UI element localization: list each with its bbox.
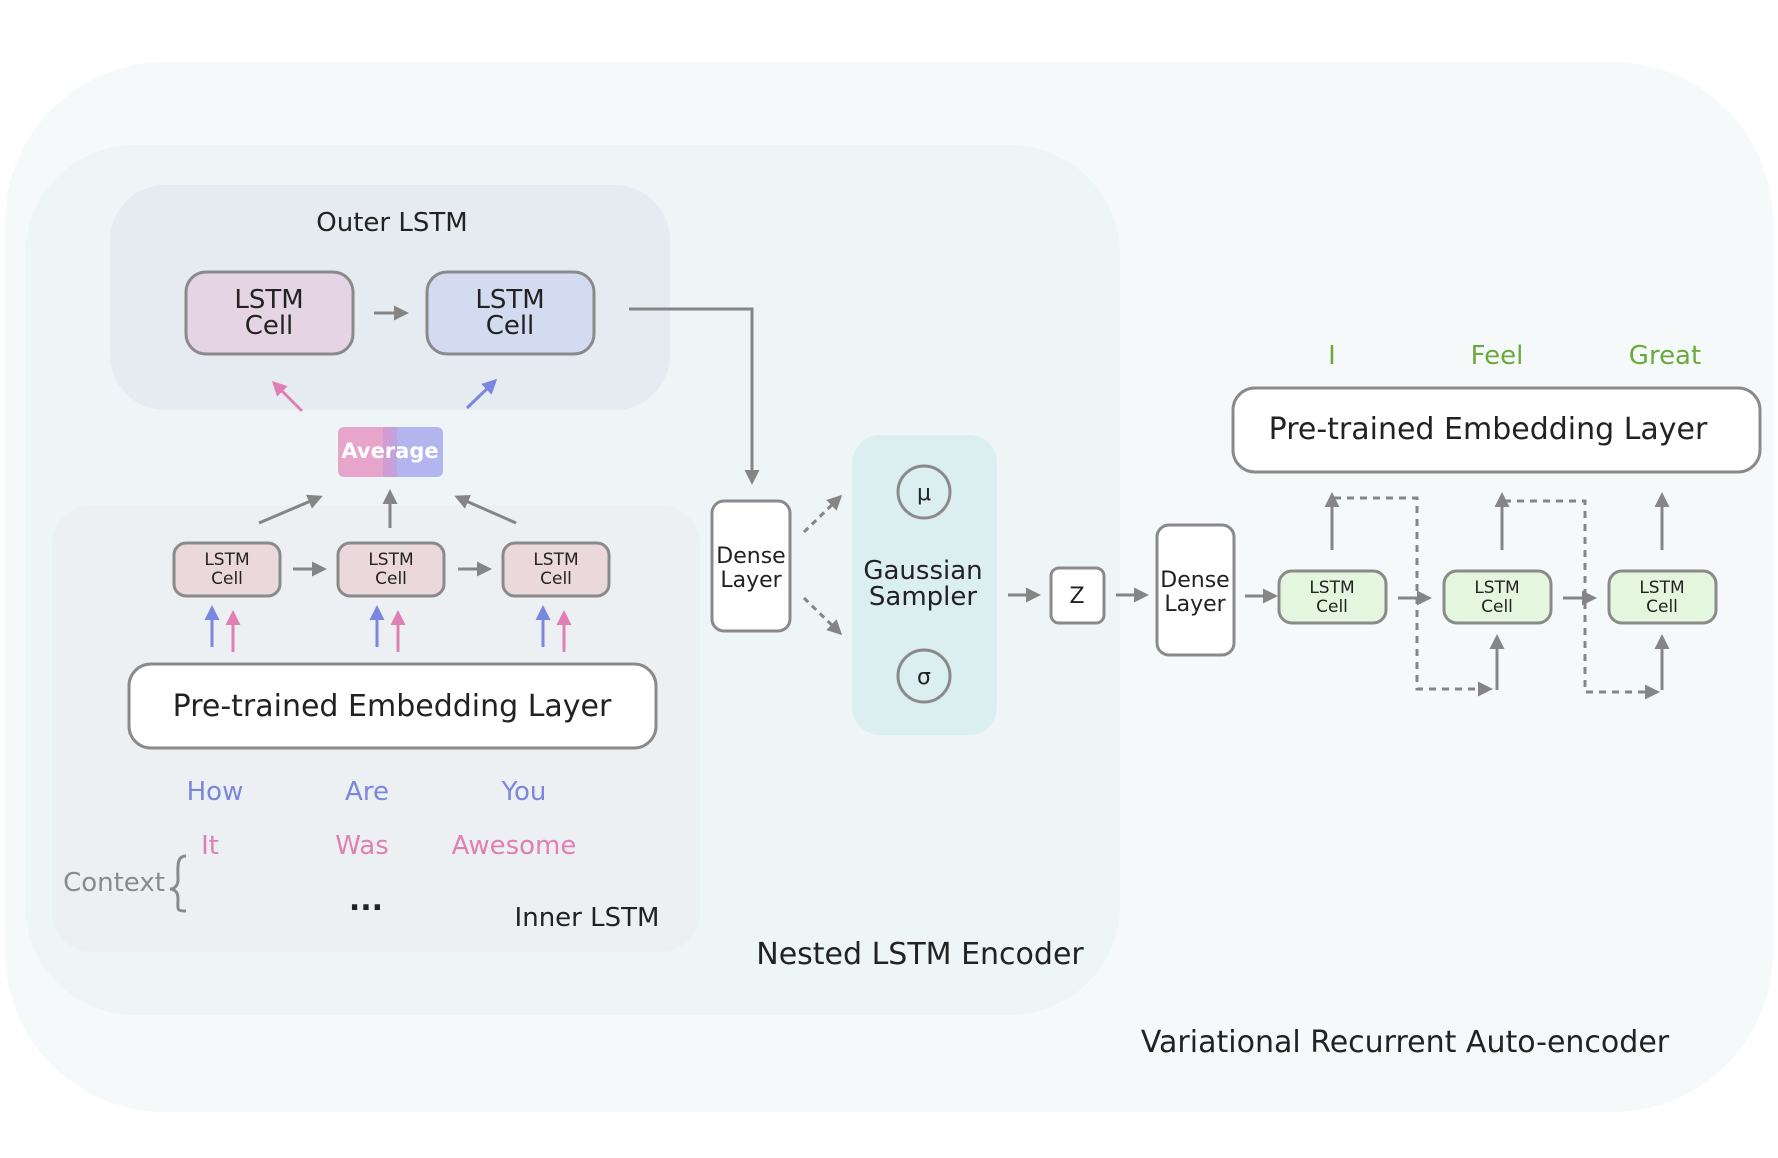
feedback-dashed-arrow-1 xyxy=(1334,496,1493,697)
output-word-1: I xyxy=(1328,341,1336,371)
output-word-2: Feel xyxy=(1471,341,1524,371)
context-word-2: Was xyxy=(335,831,389,861)
average-to-outer-blue-arrow xyxy=(465,378,498,410)
dense-to-sigma-arrow xyxy=(802,596,843,636)
inner-lstm-cell-1-line1: LSTM xyxy=(204,550,249,570)
inner-lstm-cell-1 xyxy=(172,541,282,598)
inner-lstm-cell-2 xyxy=(336,541,446,598)
encoder-dense-line2: Layer xyxy=(720,568,782,593)
inner-lstm-cell-3-line2: Cell xyxy=(540,569,572,589)
inner-to-average-arrow-3 xyxy=(454,494,517,525)
decoder-lstm-cell-2 xyxy=(1442,569,1553,625)
input-word-2: Are xyxy=(345,777,389,807)
decoder-lstm-cell-3-line1: LSTM xyxy=(1639,578,1684,598)
outer-lstm-cell-1 xyxy=(184,270,355,356)
context-word-1: It xyxy=(201,831,219,861)
input-word-1: How xyxy=(187,777,244,807)
context-word-3: Awesome xyxy=(452,831,577,861)
inner-lstm-cell-2-line2: Cell xyxy=(375,569,407,589)
inner-lstm-title: Inner LSTM xyxy=(515,903,660,933)
inner-to-average-arrow-1 xyxy=(258,494,323,525)
output-word-3: Great xyxy=(1629,341,1701,371)
decoder-embedding-label: Pre-trained Embedding Layer xyxy=(1269,412,1708,447)
decoder-lstm-cell-1 xyxy=(1277,569,1388,625)
context-label: Context xyxy=(63,868,165,898)
sampler-title-line2: Sampler xyxy=(869,582,977,612)
context-brace xyxy=(169,854,187,913)
decoder-dense-line1: Dense xyxy=(1160,568,1229,593)
inner-lstm-cell-1-line2: Cell xyxy=(211,569,243,589)
decoder-lstm-cell-2-line2: Cell xyxy=(1481,597,1513,617)
outer-lstm-cell-2 xyxy=(425,270,596,356)
decoder-lstm-cell-1-line1: LSTM xyxy=(1309,578,1354,598)
outer-lstm-cell-2-line2: Cell xyxy=(486,311,535,341)
average-label: Average xyxy=(341,439,438,463)
encoder-embedding-label: Pre-trained Embedding Layer xyxy=(173,689,612,724)
decoder-lstm-cell-3-line2: Cell xyxy=(1646,597,1678,617)
z-label: Z xyxy=(1069,584,1084,609)
decoder-dense-layer xyxy=(1155,523,1236,657)
encoder-embedding-layer xyxy=(127,662,658,750)
outer-lstm-cell-1-line2: Cell xyxy=(245,311,294,341)
decoder-lstm-cell-3 xyxy=(1607,569,1718,625)
encoder-dense-line1: Dense xyxy=(716,544,785,569)
z-box xyxy=(1049,566,1106,625)
decoder-lstm-cell-2-line1: LSTM xyxy=(1474,578,1519,598)
decoder-dense-line2: Layer xyxy=(1164,592,1226,617)
dense-to-mu-arrow xyxy=(802,494,843,534)
decoder-embedding-layer xyxy=(1231,386,1762,474)
sampler-title-line1: Gaussian xyxy=(863,556,982,586)
decoder-lstm-cell-1-line2: Cell xyxy=(1316,597,1348,617)
average-overlap xyxy=(383,427,397,477)
encoder-dense-layer xyxy=(710,499,792,633)
outer-lstm-cell-2-line1: LSTM xyxy=(475,285,544,315)
gaussian-sampler-box xyxy=(852,435,997,735)
encoder-title: Nested LSTM Encoder xyxy=(756,937,1084,972)
input-word-3: You xyxy=(501,777,547,807)
outer-to-dense-connector xyxy=(629,307,760,485)
ellipsis: ... xyxy=(349,883,383,918)
outer-lstm-cell-1-line1: LSTM xyxy=(234,285,303,315)
vrae-title: Variational Recurrent Auto-encoder xyxy=(1141,1025,1670,1060)
feedback-dashed-arrow-2 xyxy=(1504,499,1660,700)
mu-node xyxy=(896,464,952,520)
mu-label: μ xyxy=(917,481,931,506)
sigma-node xyxy=(896,648,952,704)
inner-lstm-cell-3 xyxy=(501,541,611,598)
inner-lstm-cell-3-line1: LSTM xyxy=(533,550,578,570)
average-to-outer-pink-arrow xyxy=(271,380,304,413)
sigma-label: σ xyxy=(917,665,931,690)
inner-lstm-cell-2-line1: LSTM xyxy=(368,550,413,570)
outer-lstm-title: Outer LSTM xyxy=(316,208,467,238)
